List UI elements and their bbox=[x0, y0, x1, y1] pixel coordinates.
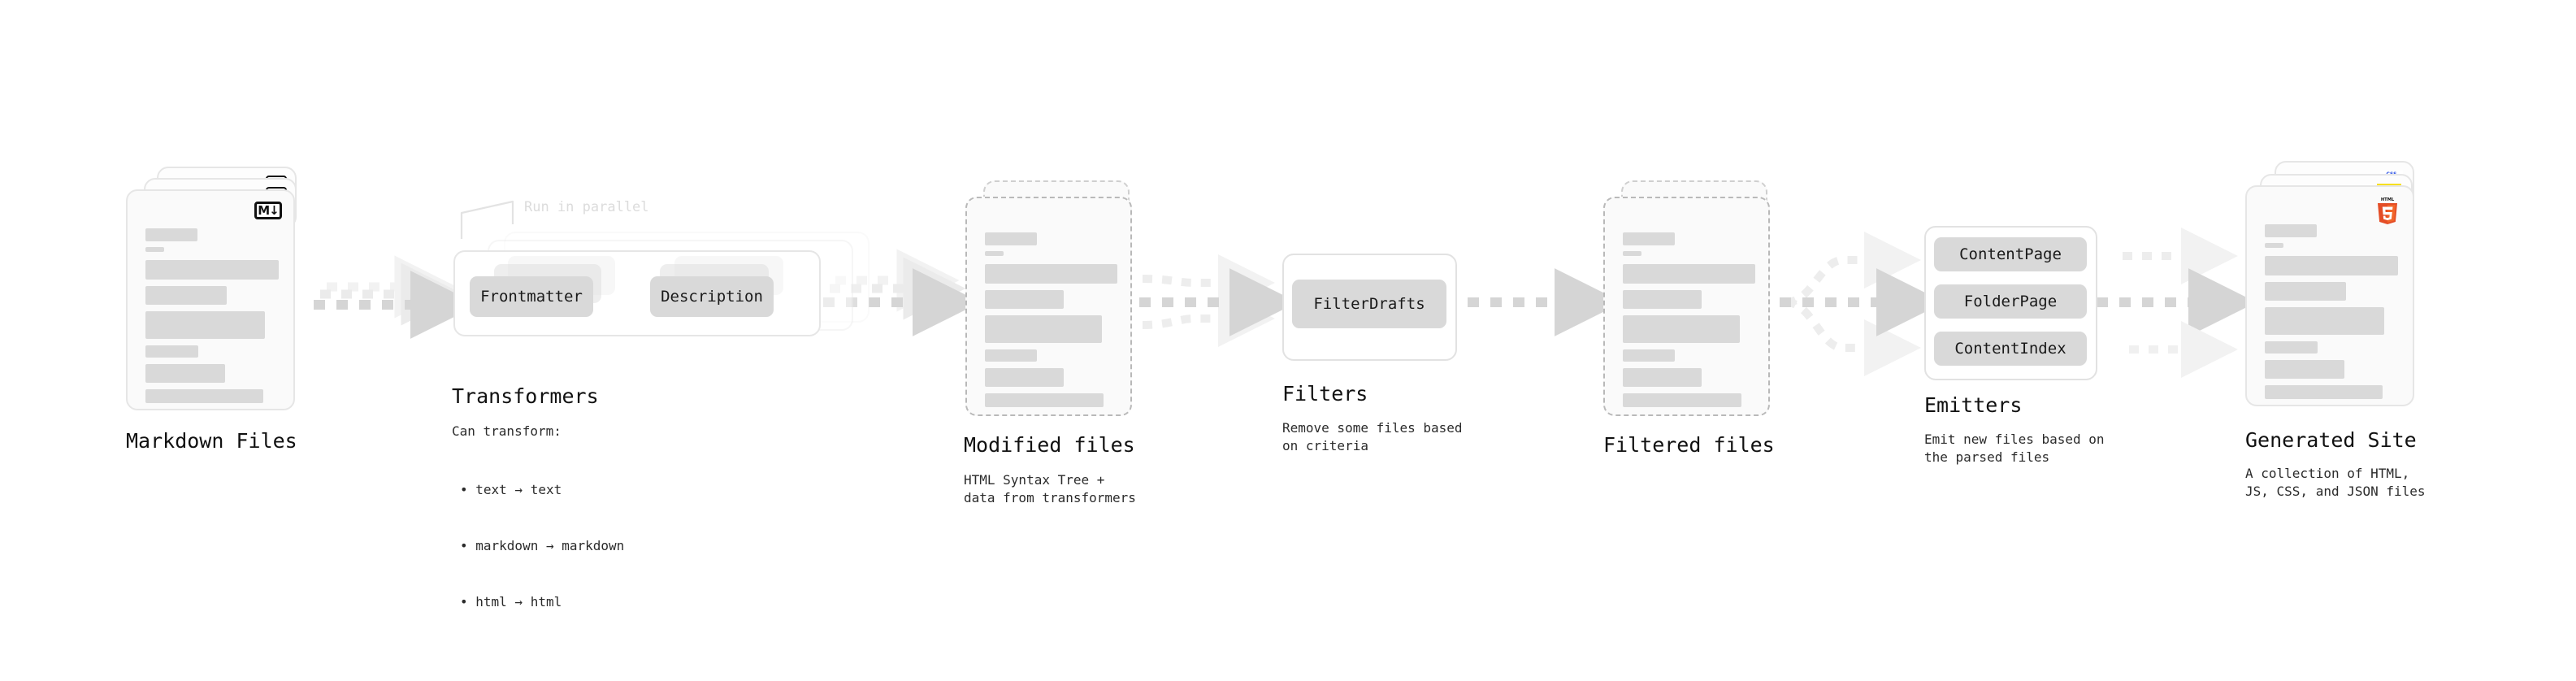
svg-text:HTML: HTML bbox=[2381, 197, 2395, 202]
doc-line bbox=[985, 349, 1037, 362]
transformers-caption: Can transform: bbox=[452, 423, 562, 439]
doc-line bbox=[145, 260, 279, 280]
markdown-placeholder-lines bbox=[145, 228, 279, 403]
generated-site-stack: CSS HTML bbox=[2245, 161, 2448, 429]
doc-line bbox=[985, 393, 1104, 407]
emitter-pill-contentpage[interactable]: ContentPage bbox=[1934, 237, 2087, 271]
doc-line bbox=[1623, 290, 1702, 309]
run-in-parallel-bracket bbox=[460, 200, 514, 239]
html5-icon: HTML bbox=[2375, 195, 2400, 224]
doc-line bbox=[145, 345, 198, 358]
markdown-files-stack: M↓ M↓ M↓ bbox=[126, 167, 329, 427]
run-in-parallel-label: Run in parallel bbox=[524, 199, 649, 215]
transformers-bullet-item: • markdown → markdown bbox=[460, 538, 625, 553]
modified-files-caption: HTML Syntax Tree + data from transformer… bbox=[964, 472, 1136, 505]
modified-placeholder-lines bbox=[985, 232, 1117, 407]
doc-line bbox=[985, 368, 1064, 387]
doc-line bbox=[2265, 243, 2283, 248]
arrow-emitters-to-site bbox=[2097, 228, 2257, 378]
doc-line bbox=[2265, 256, 2398, 275]
doc-line bbox=[145, 364, 225, 383]
doc-line bbox=[145, 311, 265, 339]
doc-line bbox=[1623, 393, 1741, 407]
doc-line bbox=[145, 389, 263, 403]
filtered-files-title: Filtered files bbox=[1603, 433, 1775, 457]
doc-line bbox=[985, 232, 1037, 245]
doc-line bbox=[1623, 264, 1755, 284]
transformers-title: Transformers bbox=[452, 384, 599, 408]
doc-line bbox=[985, 315, 1102, 343]
filtered-card-front bbox=[1603, 197, 1770, 416]
modified-files-stack bbox=[965, 180, 1152, 440]
arrow-filtered-to-emitters bbox=[1780, 232, 1945, 376]
filtered-files-stack bbox=[1603, 180, 1790, 440]
doc-line bbox=[985, 251, 1004, 256]
doc-line bbox=[1623, 349, 1675, 362]
doc-line bbox=[145, 228, 197, 241]
emitter-pill-folderpage[interactable]: FolderPage bbox=[1934, 284, 2087, 319]
modified-card-front bbox=[965, 197, 1132, 416]
transformer-pill-description[interactable]: Description bbox=[650, 276, 774, 317]
transformers-bullets: • text → text • markdown → markdown • ht… bbox=[460, 443, 624, 648]
transformers-bullet-item: • text → text bbox=[460, 482, 562, 497]
doc-line bbox=[145, 286, 227, 305]
doc-line bbox=[1623, 368, 1702, 387]
doc-line bbox=[985, 264, 1117, 284]
transformer-pill-frontmatter[interactable]: Frontmatter bbox=[470, 276, 593, 317]
filter-pill-filterdrafts[interactable]: FilterDrafts bbox=[1292, 280, 1446, 328]
doc-line bbox=[2265, 307, 2384, 335]
filters-caption: Remove some files based on criteria bbox=[1282, 420, 1463, 453]
doc-line bbox=[2265, 282, 2346, 301]
generated-site-caption: A collection of HTML, JS, CSS, and JSON … bbox=[2245, 466, 2426, 499]
doc-line bbox=[985, 290, 1064, 309]
filtered-placeholder-lines bbox=[1623, 232, 1755, 407]
doc-line bbox=[1623, 251, 1641, 256]
emitters-title: Emitters bbox=[1924, 393, 2023, 417]
generated-card-front: HTML bbox=[2245, 185, 2414, 406]
generated-site-title: Generated Site bbox=[2245, 428, 2417, 452]
doc-line bbox=[2265, 224, 2317, 237]
doc-line bbox=[1623, 232, 1675, 245]
arrow-modified-to-filters bbox=[1139, 254, 1298, 347]
transformers-bullet-item: • html → html bbox=[460, 594, 562, 609]
doc-line bbox=[2265, 385, 2383, 399]
modified-files-title: Modified files bbox=[964, 433, 1135, 457]
filters-title: Filters bbox=[1282, 382, 1368, 406]
doc-line bbox=[2265, 341, 2318, 354]
doc-line bbox=[1623, 315, 1740, 343]
markdown-icon: M↓ bbox=[254, 202, 282, 219]
markdown-files-title: Markdown Files bbox=[126, 429, 297, 453]
emitters-caption: Emit new files based on the parsed files bbox=[1924, 432, 2105, 465]
markdown-card-front: M↓ bbox=[126, 189, 295, 410]
emitter-pill-contentindex[interactable]: ContentIndex bbox=[1934, 332, 2087, 366]
doc-line bbox=[2265, 360, 2344, 379]
generated-placeholder-lines bbox=[2265, 224, 2398, 399]
doc-line bbox=[145, 247, 164, 252]
